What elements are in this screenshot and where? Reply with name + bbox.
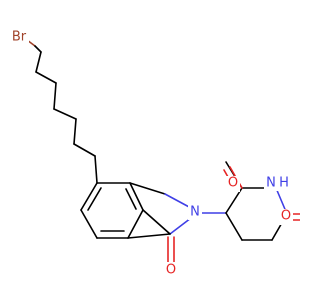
atom-labels: Br N O N H O O: [9, 29, 293, 278]
bond-c1-c2: [35, 51, 42, 73]
bond-co-ring-b: [127, 233, 171, 239]
bond-c1-c1b: [34, 45, 42, 53]
imide-o-right-label: O: [281, 209, 291, 224]
bond-ch-c1: [225, 187, 243, 214]
bond-c7-ring: [94, 155, 98, 184]
benzene-ring: [80, 182, 144, 239]
bond-c6-c7: [73, 143, 96, 157]
bond-ch2: [129, 182, 166, 195]
bond-c2-c3: [35, 71, 57, 84]
bond-c5-c6: [73, 118, 77, 145]
imide-h-label: H: [279, 176, 289, 191]
ring-bond-3: [127, 209, 144, 239]
isoindolinone-n-label: N: [190, 205, 200, 220]
structure-diagram: Br N O N H O O: [9, 29, 300, 278]
ring-bond-2-inner: [125, 188, 137, 210]
imide-n-label: N: [266, 176, 276, 191]
bond-c3-c4: [53, 82, 57, 110]
isoindolinone-ring: [127, 182, 192, 263]
ring-bond-2: [129, 182, 144, 211]
lactam-o-label: O: [166, 263, 176, 278]
bond-c4-c5: [53, 108, 77, 120]
glutarimide-ring: [201, 161, 300, 241]
ring-bond-6: [80, 182, 98, 211]
bond-ch2-n: [164, 193, 192, 209]
ring-bond-5: [80, 209, 98, 239]
imide-o-left-label: O: [228, 176, 238, 191]
bromine-label: Br: [12, 30, 27, 45]
heptyl-chain: [26, 39, 98, 184]
bond-c4-ch: [225, 212, 243, 241]
bond-n-co: [169, 217, 192, 235]
ring-bond-6-inner: [87, 187, 102, 211]
bond-co-ring: [142, 209, 171, 235]
